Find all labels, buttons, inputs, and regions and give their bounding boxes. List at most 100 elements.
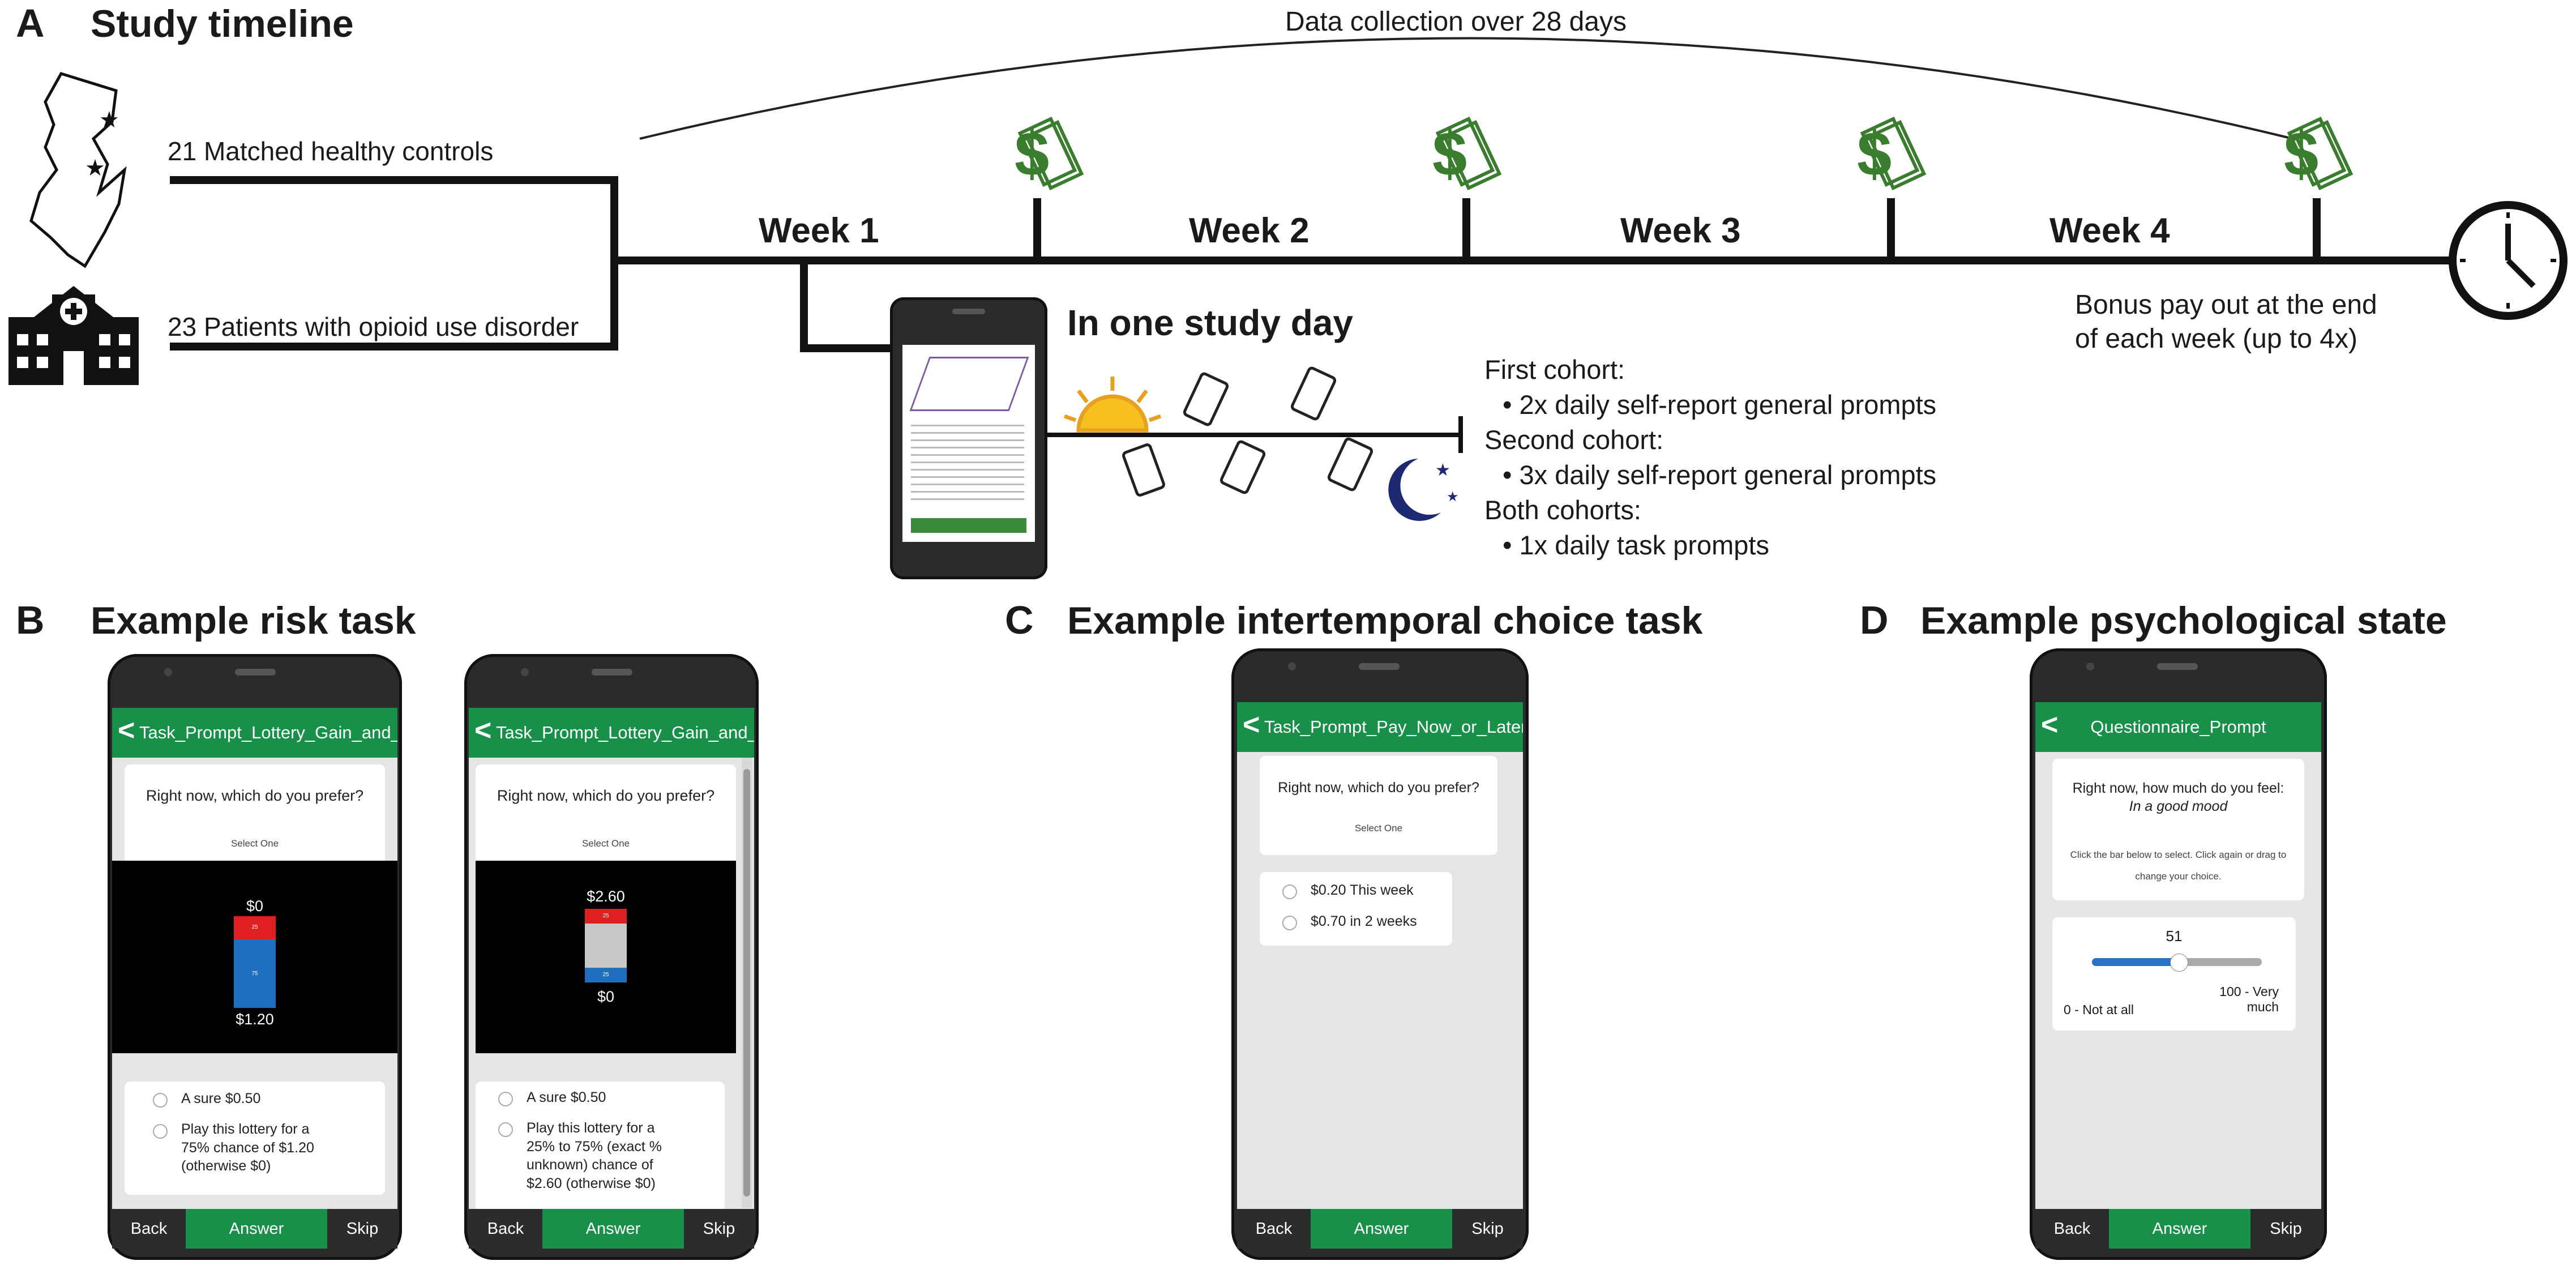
patients-label: 23 Patients with opioid use disorder: [168, 312, 579, 341]
slider-min-label: 0 - Not at all: [2064, 1002, 2134, 1017]
controls-label: 21 Matched healthy controls: [168, 136, 494, 166]
choice-phone: <Task_Prompt_Pay_Now_or_Later_ Right now…: [1231, 648, 1529, 1260]
back-button[interactable]: Back: [130, 1220, 168, 1238]
lottery-top-segment: 25: [234, 916, 276, 939]
back-button[interactable]: Back: [1255, 1220, 1293, 1238]
skip-button[interactable]: Skip: [2270, 1220, 2302, 1238]
answer-button[interactable]: Answer: [186, 1209, 327, 1249]
option-later[interactable]: $0.70 in 2 weeks: [1311, 913, 1417, 929]
select-one-label: Select One: [581, 838, 630, 849]
svg-text:$: $: [1015, 119, 1049, 189]
study-day-title: In one study day: [1067, 302, 1353, 343]
panel-c-letter: C: [1005, 598, 1034, 642]
svg-text:★: ★: [1435, 461, 1450, 480]
lottery-bottom-segment: 25: [585, 968, 627, 982]
back-chevron-icon[interactable]: <: [2041, 708, 2059, 741]
answer-button[interactable]: Answer: [2109, 1209, 2250, 1249]
back-chevron-icon[interactable]: <: [118, 714, 135, 747]
bonus-line-1: Bonus pay out at the end: [2075, 290, 2377, 320]
state-phone: <Questionnaire_Prompt Right now, how muc…: [2030, 648, 2327, 1260]
week-3-label: Week 3: [1620, 211, 1741, 250]
money-icon: $: [2284, 117, 2354, 190]
skip-button[interactable]: Skip: [703, 1220, 735, 1238]
instruction-line-2: change your choice.: [2135, 871, 2222, 882]
slider-value: 51: [2166, 928, 2183, 945]
lottery-bottom-value: $0: [597, 988, 615, 1005]
week-1-label: Week 1: [759, 211, 879, 250]
screen-header: Task_Prompt_Pay_Now_or_Later_: [1264, 717, 1523, 737]
bonus-line-2: of each week (up to 4x): [2075, 324, 2357, 354]
lottery-top-segment: 25: [585, 909, 627, 924]
svg-text:★: ★: [85, 156, 105, 181]
skip-button[interactable]: Skip: [346, 1220, 379, 1238]
back-button[interactable]: Back: [487, 1220, 524, 1238]
screen-header: Task_Prompt_Lottery_Gain_and_Loss: [496, 723, 754, 742]
moon-icon: ★ ★: [1388, 459, 1459, 521]
first-cohort-label: First cohort:: [1484, 354, 1625, 384]
option-radio[interactable]: [153, 1093, 168, 1108]
question-text: Right now, which do you prefer?: [146, 787, 364, 804]
svg-text:★: ★: [99, 108, 119, 133]
lottery-bar: 25 25: [585, 909, 627, 982]
scrollbar[interactable]: [742, 758, 752, 1208]
week-4-label: Week 4: [2049, 211, 2170, 250]
money-icon: $: [1015, 117, 1084, 190]
slider-track[interactable]: [2092, 954, 2262, 972]
sun-icon: [1063, 377, 1162, 433]
lottery-unknown-segment: [585, 924, 627, 968]
select-one-label: Select One: [230, 838, 279, 849]
option-radio[interactable]: [498, 1092, 513, 1106]
panel-b-letter: B: [16, 598, 45, 642]
question-text: Right now, which do you prefer?: [1278, 780, 1479, 796]
option-radio[interactable]: [498, 1122, 513, 1137]
vibrating-phone-icon: [1122, 366, 1373, 497]
both-cohorts-label: Both cohorts:: [1484, 495, 1641, 525]
second-cohort-item: • 3x daily self-report general prompts: [1503, 460, 1937, 490]
answer-button[interactable]: Answer: [1311, 1209, 1452, 1249]
question-text: Right now, which do you prefer?: [497, 787, 715, 804]
option-radio[interactable]: [1282, 916, 1297, 930]
screen-header: Task_Prompt_Lottery_Gain_and_Loss: [139, 723, 397, 742]
new-jersey-map-icon: ★ ★: [29, 72, 127, 268]
slider-thumb[interactable]: [2170, 954, 2188, 972]
back-button[interactable]: Back: [2053, 1220, 2091, 1238]
svg-text:$: $: [1857, 119, 1892, 189]
skip-button[interactable]: Skip: [1471, 1220, 1504, 1238]
mood-item: In a good mood: [2129, 798, 2228, 814]
svg-text:$: $: [2284, 119, 2318, 189]
lottery-graphic: $0 25 75 $1.20: [112, 861, 397, 1053]
option-now[interactable]: $0.20 This week: [1311, 882, 1414, 898]
lottery-graphic: $2.60 25 25 $0: [476, 861, 736, 1053]
lottery-top-value: $2.60: [587, 888, 625, 905]
clock-icon: [2449, 201, 2568, 320]
study-day-connector: [800, 260, 890, 352]
panel-b-title: Example risk task: [91, 599, 416, 642]
option-radio[interactable]: [1282, 884, 1297, 899]
back-chevron-icon[interactable]: <: [1243, 708, 1260, 741]
answer-button[interactable]: Answer: [542, 1209, 684, 1249]
select-one-label: Select One: [1354, 823, 1403, 834]
money-icon: $: [1857, 117, 1927, 190]
second-cohort-label: Second cohort:: [1484, 425, 1664, 455]
panel-a-letter: A: [16, 1, 45, 45]
data-collection-label: Data collection over 28 days: [1285, 7, 1627, 37]
back-chevron-icon[interactable]: <: [474, 714, 492, 747]
instruction-line-1: Click the bar below to select. Click aga…: [2070, 849, 2287, 860]
lottery-bottom-segment: 75: [234, 939, 276, 1008]
option-sure[interactable]: A sure $0.50: [181, 1091, 261, 1106]
option-radio[interactable]: [153, 1124, 168, 1139]
week-2-label: Week 2: [1189, 211, 1310, 250]
controls-line: [170, 176, 618, 260]
risk-phone-1: <Task_Prompt_Lottery_Gain_and_Loss Right…: [108, 654, 402, 1260]
lottery-bottom-value: $1.20: [236, 1011, 274, 1028]
cohort-list: First cohort: • 2x daily self-report gen…: [1484, 352, 1936, 563]
slider-fill: [2092, 958, 2179, 966]
study-day-phone: [890, 297, 1047, 579]
lottery-bar: 25 75: [234, 916, 276, 1008]
option-sure[interactable]: A sure $0.50: [527, 1089, 606, 1105]
panel-a-title: Study timeline: [91, 2, 354, 45]
panel-d-letter: D: [1860, 598, 1889, 642]
